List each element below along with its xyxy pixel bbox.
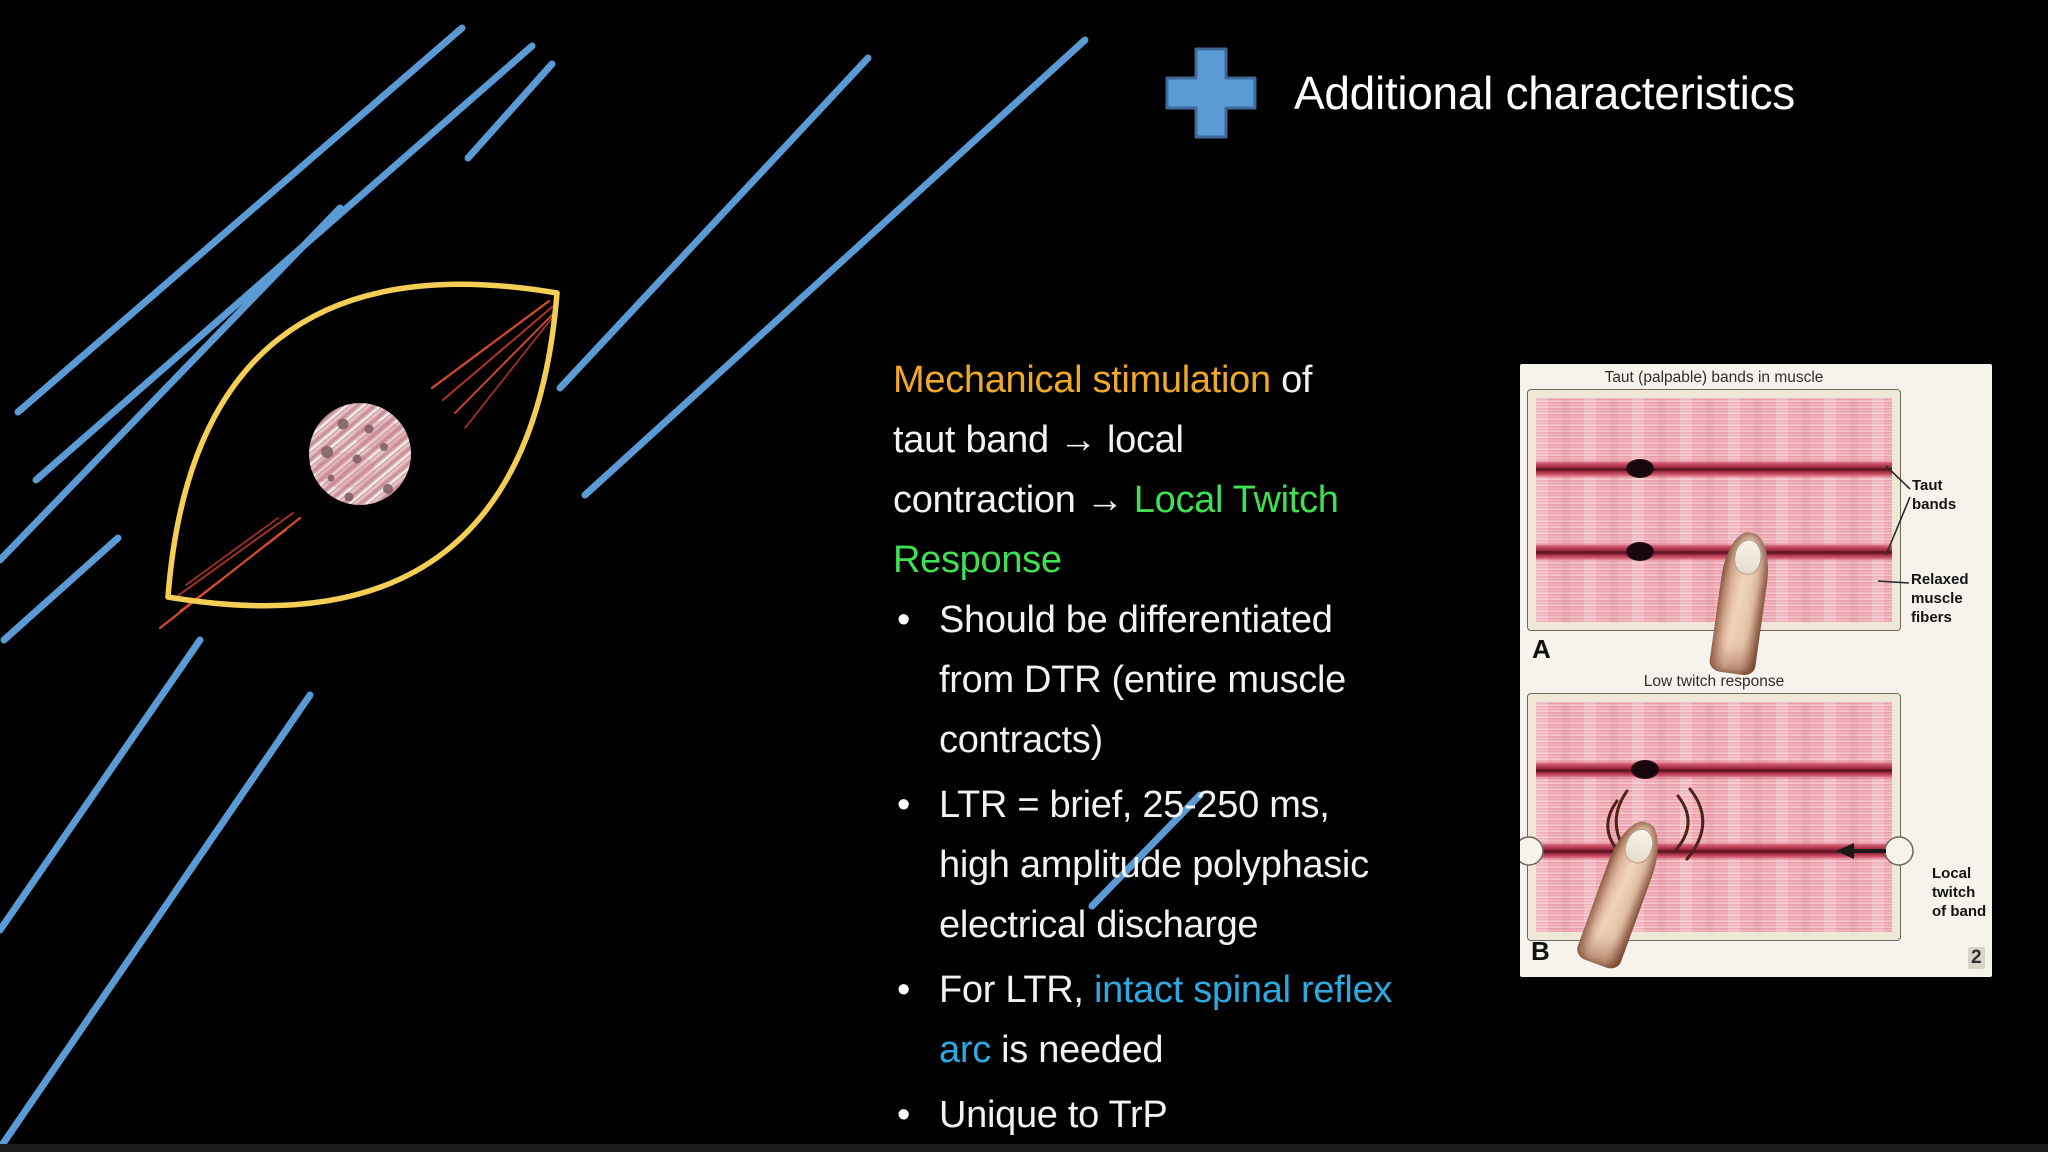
- list-item: Unique to TrP: [893, 1085, 1533, 1145]
- bullet-2-line-3: electrical discharge: [939, 904, 1259, 946]
- list-item: Should be differentiated from DTR (entir…: [893, 590, 1533, 770]
- panel-a-letter: A: [1532, 634, 1551, 664]
- local-twitch-label-line: of band: [1932, 903, 1987, 920]
- plus-icon: [1162, 44, 1260, 142]
- trigger-point-dot: [1626, 542, 1654, 561]
- intro-white-text-1: of: [1270, 359, 1313, 401]
- trigger-point-dot: [1626, 459, 1654, 478]
- relaxed-fibers-label: Relaxed muscle fibers: [1911, 570, 1969, 627]
- slide-header: Additional characteristics: [1162, 44, 1795, 142]
- panel-a-title: Taut (palpable) bands in muscle: [1604, 369, 1824, 386]
- taut-bands-label-line: Taut: [1912, 477, 1943, 494]
- content-text: Mechanical stimulation of taut band → lo…: [893, 350, 1533, 1150]
- bullet-1-line-3: contracts): [939, 719, 1103, 761]
- figure-credit-mark: 2: [1968, 947, 1985, 969]
- muscle-figure: Taut (palpable) bands in muscle Low twit…: [1520, 364, 1992, 977]
- bullet-1-line-1: Should be differentiated: [939, 599, 1333, 641]
- list-item: LTR = brief, 25-250 ms, high amplitude p…: [893, 775, 1533, 955]
- bullet-list: Should be differentiated from DTR (entir…: [893, 590, 1533, 1145]
- intro-orange-text: Mechanical stimulation: [893, 359, 1271, 401]
- taut-band-upper-a: [1536, 460, 1892, 478]
- taut-band-upper-b: [1536, 761, 1892, 779]
- bullet-3-white-post: is needed: [990, 1029, 1164, 1071]
- bullet-3-blue-text-2: arc: [939, 1029, 991, 1071]
- taut-band-fibers: [158, 299, 555, 630]
- band-notches: [1520, 836, 1914, 866]
- muscle-texture: [1536, 702, 1892, 932]
- relaxed-fibers-label-line: muscle: [1911, 590, 1963, 607]
- bullet-4-line-1: Unique to TrP: [939, 1094, 1168, 1136]
- taut-bands-label-line: bands: [1912, 496, 1957, 513]
- twitch-arrow-icon: [1836, 843, 1886, 859]
- muscle-fiber-lines: [0, 24, 1204, 1152]
- local-twitch-label-line: Local: [1932, 865, 1972, 882]
- intro-line3-white: contraction →: [893, 479, 1134, 521]
- fingernail: [1732, 537, 1764, 577]
- relaxed-fibers-label-line: Relaxed: [1911, 571, 1969, 588]
- taut-bands-label: Taut bands: [1912, 476, 1956, 514]
- intro-green-text-2: Response: [893, 539, 1062, 581]
- relaxed-fibers-label-line: fibers: [1911, 609, 1952, 626]
- taut-band-lens: [165, 281, 560, 609]
- intro-line2: taut band → local: [893, 419, 1184, 461]
- bullet-3-blue-text-1: intact spinal reflex: [1093, 969, 1393, 1011]
- bullet-1-line-2: from DTR (entire muscle: [939, 659, 1346, 701]
- page-title: Additional characteristics: [1294, 67, 1795, 119]
- muscle-texture: [1536, 398, 1892, 622]
- figure-annotations: [1520, 465, 1914, 866]
- panel-b-letter: B: [1531, 936, 1550, 966]
- trigger-point-dot: [1631, 760, 1659, 779]
- local-twitch-label-line: twitch: [1932, 884, 1976, 901]
- list-item: For LTR, intact spinal reflex arc is nee…: [893, 960, 1533, 1080]
- trigger-point-nodule: [309, 403, 411, 505]
- bullet-2-line-2: high amplitude polyphasic: [939, 844, 1369, 886]
- intro-green-text: Local Twitch: [1133, 479, 1339, 521]
- taut-band-lower-a: [1536, 543, 1892, 561]
- panel-b-title: Low twitch response: [1643, 673, 1785, 690]
- local-twitch-label: Local twitch of band: [1932, 864, 1986, 921]
- fingernail: [1620, 824, 1658, 867]
- bottom-edge-strip: [0, 1144, 2048, 1152]
- bullet-2-line-1: LTR = brief, 25-250 ms,: [939, 784, 1330, 826]
- bullet-3-white-pre: For LTR,: [939, 969, 1094, 1011]
- intro-paragraph: Mechanical stimulation of taut band → lo…: [893, 350, 1533, 590]
